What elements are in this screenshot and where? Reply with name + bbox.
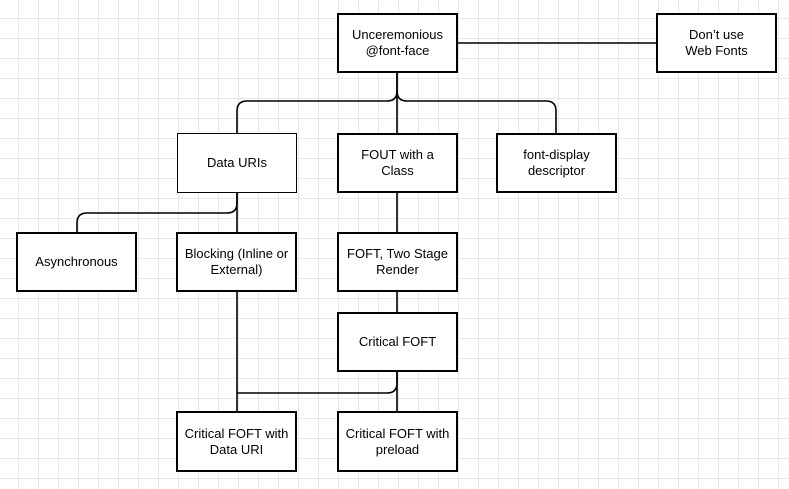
node-label-dont-use-web-fonts: Don’t use Web Fonts	[685, 27, 748, 58]
node-label-font-display-descriptor: font-display descriptor	[523, 147, 590, 178]
node-critical-foft-with-data-uri[interactable]: Critical FOFT with Data URI	[176, 411, 297, 472]
node-label-foft-two-stage-render: FOFT, Two Stage Render	[347, 246, 448, 277]
node-foft-two-stage-render[interactable]: FOFT, Two Stage Render	[337, 232, 458, 292]
node-critical-foft-with-preload[interactable]: Critical FOFT with preload	[337, 411, 458, 472]
edge-unceremonious-to-font-display	[396, 90, 557, 133]
node-label-critical-foft-with-preload: Critical FOFT with preload	[345, 425, 450, 457]
node-label-blocking: Blocking (Inline or External)	[184, 246, 289, 277]
edge-unceremonious-to-data-uris	[236, 73, 398, 133]
node-label-unceremonious: Unceremonious @font-face	[351, 27, 444, 58]
node-label-critical-foft: Critical FOFT	[358, 334, 437, 349]
node-label-data-uris: Data URIs	[207, 155, 267, 170]
node-fout-with-a-class[interactable]: FOUT with a Class	[337, 133, 458, 193]
node-asynchronous[interactable]: Asynchronous	[16, 232, 137, 292]
node-dont-use-web-fonts[interactable]: Don’t use Web Fonts	[656, 13, 777, 73]
node-label-fout-with-a-class: FOUT with a Class	[361, 147, 434, 178]
node-unceremonious-font-face[interactable]: Unceremonious @font-face	[337, 13, 458, 73]
node-data-uris[interactable]: Data URIs	[177, 133, 297, 193]
node-critical-foft[interactable]: Critical FOFT	[337, 312, 458, 372]
node-blocking-inline-or-external[interactable]: Blocking (Inline or External)	[176, 232, 297, 292]
edge-data-uris-to-asynchronous	[76, 193, 238, 232]
node-font-display-descriptor[interactable]: font-display descriptor	[496, 133, 617, 193]
edge-critical-foft-to-data-uri	[237, 372, 398, 394]
node-label-critical-foft-with-data-uri: Critical FOFT with Data URI	[184, 425, 289, 457]
node-label-asynchronous: Asynchronous	[35, 254, 118, 269]
